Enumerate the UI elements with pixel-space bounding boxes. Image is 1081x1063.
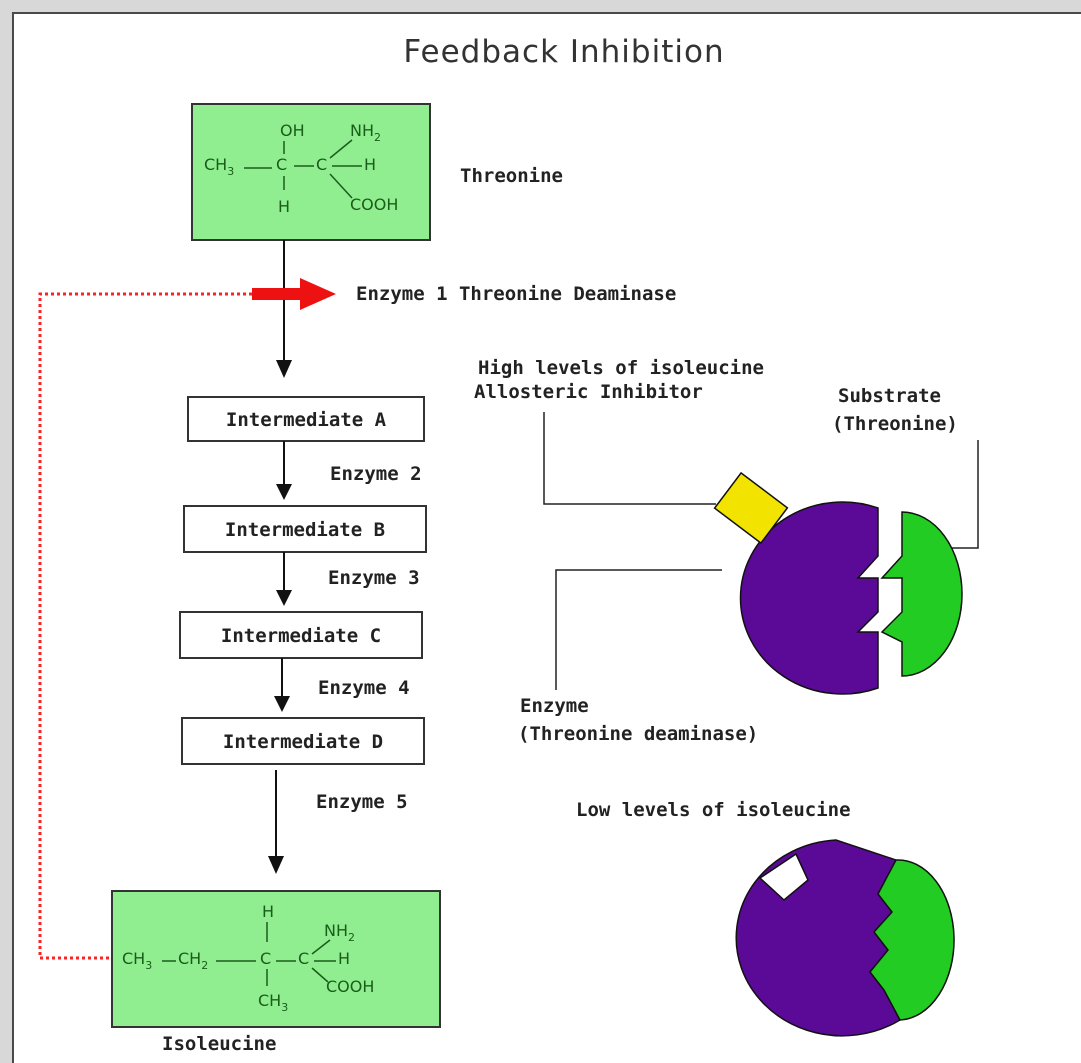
enzyme-threonine-deaminase-label: (Threonine deaminase) — [518, 723, 758, 745]
pathway-arrowhead-2 — [276, 484, 292, 500]
substrate-threonine-label: (Threonine) — [832, 413, 958, 435]
isoleucine-ch2: CH2 — [178, 949, 208, 972]
threonine-cooh: COOH — [350, 195, 398, 214]
threonine-box — [191, 103, 431, 241]
threonine-h-right: H — [364, 155, 376, 174]
intermediate-d: Intermediate D — [181, 717, 425, 765]
pathway-arrowhead-4 — [274, 696, 290, 712]
intermediate-b: Intermediate B — [183, 505, 427, 553]
substrate-shape-high — [880, 511, 963, 677]
isoleucine-box — [111, 890, 441, 1028]
inhibited-enzyme-complex — [713, 471, 963, 695]
enzyme5-label: Enzyme 5 — [316, 791, 408, 813]
high-levels-label: High levels of isoleucine — [478, 357, 764, 379]
substrate-leader-line — [936, 440, 979, 549]
isoleucine-c2: C — [298, 949, 309, 968]
inhibitor-leader-line — [543, 412, 716, 505]
enzyme1-label: Enzyme 1 Threonine Deaminase — [356, 283, 676, 305]
intermediate-a-box — [187, 396, 425, 442]
intermediate-b-label: Intermediate B — [225, 519, 385, 541]
inhibitor-shape — [713, 471, 789, 545]
allosteric-inhibitor-label: Allosteric Inhibitor — [474, 381, 703, 403]
intermediate-a-label: Intermediate A — [226, 409, 387, 431]
active-enzyme-complex — [735, 839, 955, 1037]
isoleucine-ch3b: CH3 — [258, 991, 288, 1014]
intermediate-b-box — [183, 505, 427, 553]
isoleucine-ch3a: CH3 — [122, 949, 152, 972]
threonine-c1: C — [276, 155, 287, 174]
enzyme-leader-line — [555, 569, 722, 690]
isoleucine-h-top: H — [262, 902, 274, 921]
intermediate-a: Intermediate A — [187, 396, 425, 442]
enzyme1-red-arrow — [252, 278, 336, 310]
isoleucine-molecule: H NH2 CH3 CH2 C C H COOH CH3 — [111, 890, 441, 1028]
diagram-title: Feedback Inhibition — [403, 34, 724, 70]
pathway-arrowhead-5 — [268, 856, 284, 874]
enzyme-shape-low — [735, 839, 901, 1037]
enzyme3-label: Enzyme 3 — [328, 567, 420, 589]
enzyme-shape-high — [739, 501, 879, 695]
threonine-h-bottom: H — [278, 197, 290, 216]
intermediate-d-label: Intermediate D — [223, 731, 383, 753]
enzyme-label: Enzyme — [520, 695, 589, 717]
threonine-c2: C — [316, 155, 327, 174]
pathway-arrowhead-1 — [276, 360, 292, 378]
isoleucine-c1: C — [260, 949, 271, 968]
intermediate-c-box — [179, 611, 423, 659]
enzyme4-label: Enzyme 4 — [318, 677, 410, 699]
intermediate-c: Intermediate C — [179, 611, 423, 659]
threonine-nh: NH2 — [350, 121, 381, 144]
intermediate-d-box — [181, 717, 425, 765]
isoleucine-cooh: COOH — [326, 977, 374, 996]
threonine-label: Threonine — [460, 165, 563, 187]
enzyme2-label: Enzyme 2 — [330, 463, 422, 485]
pathway-arrowhead-3 — [276, 590, 292, 606]
empty-allosteric-site — [758, 852, 809, 901]
intermediate-c-label: Intermediate C — [221, 625, 381, 647]
isoleucine-h-right: H — [338, 949, 350, 968]
low-levels-label: Low levels of isoleucine — [576, 799, 851, 821]
feedback-dotted-line — [38, 292, 252, 960]
substrate-label: Substrate — [838, 385, 941, 407]
threonine-molecule: OH NH2 CH3 C C H H COOH — [191, 103, 431, 241]
threonine-ch3: CH3 — [204, 155, 234, 178]
isoleucine-label: Isoleucine — [162, 1033, 276, 1055]
substrate-shape-low — [869, 859, 955, 1021]
isoleucine-nh: NH2 — [324, 921, 355, 944]
threonine-oh: OH — [280, 121, 305, 140]
